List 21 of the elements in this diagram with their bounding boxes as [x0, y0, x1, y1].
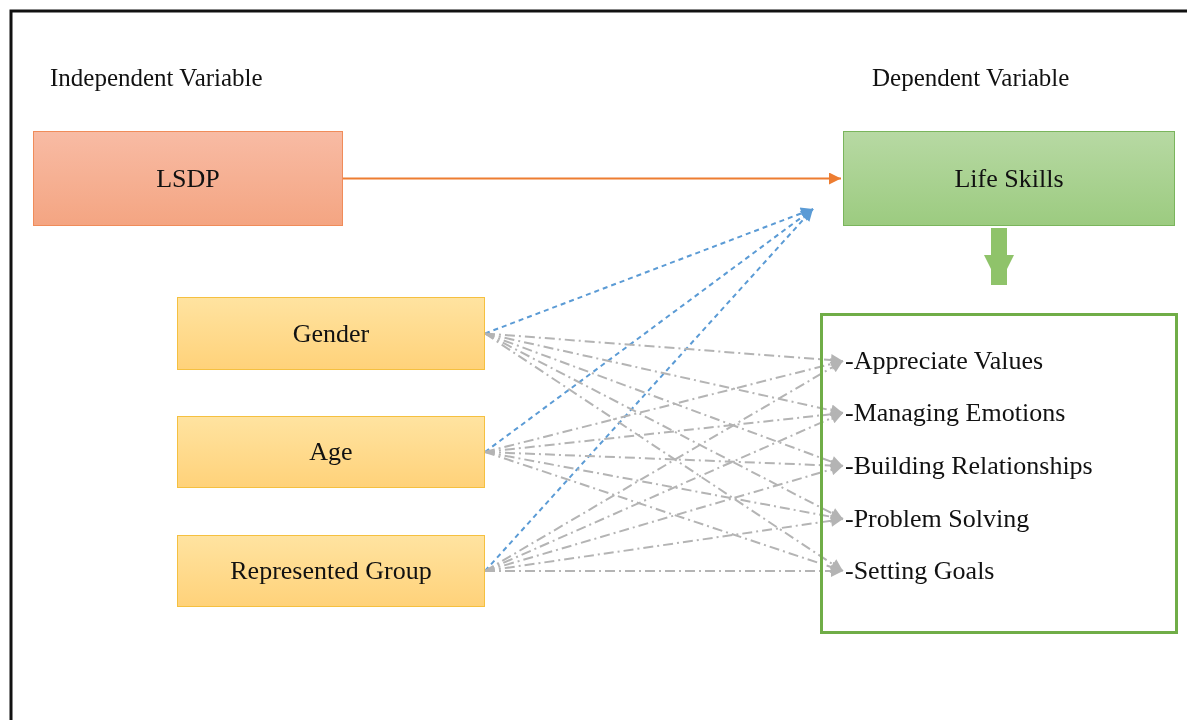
outcome-text: -Building Relationships [845, 449, 1093, 483]
variable-box: Life Skills [843, 131, 1175, 226]
arrow [484, 207, 814, 572]
column-heading: Dependent Variable [872, 64, 1070, 92]
arrow [484, 207, 814, 453]
block-arrow [984, 228, 1014, 285]
arrow [484, 565, 844, 577]
arrow [484, 358, 844, 453]
arrow [484, 332, 844, 468]
variable-box: LSDP [33, 131, 343, 226]
outcome-text: -Problem Solving [845, 502, 1030, 536]
outcome-list-box [820, 313, 1178, 634]
outcome-text: -Managing Emotions [845, 396, 1066, 430]
variable-box: Represented Group [177, 535, 485, 607]
arrow [484, 412, 844, 572]
outcome-text: -Appreciate Values [845, 344, 1044, 378]
variable-box: Gender [177, 297, 485, 370]
variable-box: Age [177, 416, 485, 488]
column-heading: Independent Variable [50, 64, 263, 92]
outcome-text: -Setting Goals [845, 554, 995, 588]
arrow [342, 172, 842, 185]
